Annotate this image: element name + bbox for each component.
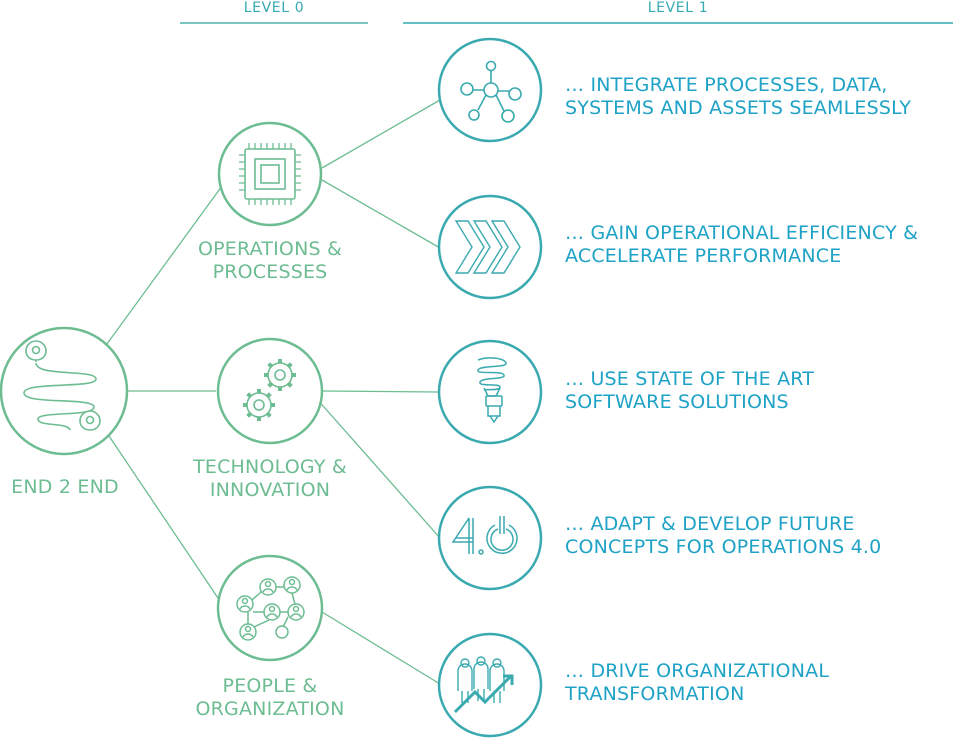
node-industry4 (437, 485, 543, 591)
edge-root-people (106, 432, 223, 605)
industry4-label-line1: … ADAPT & DEVELOP FUTURE (565, 513, 855, 535)
transformation-label-line1: … DRIVE ORGANIZATIONAL (565, 660, 830, 682)
efficiency-label-line1: … GAIN OPERATIONAL EFFICIENCY & (565, 222, 919, 244)
tech-label-line1: TECHNOLOGY & (193, 456, 347, 478)
people-label-line2: ORGANIZATION (195, 698, 345, 720)
edge-ops-l1a (321, 99, 441, 169)
edge-tech-l1c (322, 390, 439, 393)
edge-tech-l1d (315, 397, 441, 539)
route-map-icon (23, 340, 101, 431)
transformation-label-line2: TRANSFORMATION (565, 683, 745, 705)
ops-label-line2: PROCESSES (212, 261, 328, 283)
industry4-label: … ADAPT & DEVELOP FUTURE CONCEPTS FOR OP… (565, 513, 881, 559)
connectors (103, 99, 441, 685)
node-software (437, 339, 543, 445)
chevrons-icon (454, 220, 521, 274)
efficiency-label: … GAIN OPERATIONAL EFFICIENCY & ACCELERA… (565, 222, 918, 268)
node-efficiency (437, 194, 543, 300)
efficiency-label-line2: ACCELERATE PERFORMANCE (565, 245, 842, 267)
edge-people-l1e (321, 611, 441, 685)
edge-root-ops (103, 185, 223, 349)
root-node (0, 326, 129, 456)
software-label-line2: SOFTWARE SOLUTIONS (565, 391, 789, 413)
tech-label-line2: INNOVATION (209, 479, 331, 501)
level0-header: LEVEL 0 (243, 0, 305, 16)
industry-4-icon (451, 516, 518, 555)
integrate-label-line2: SYSTEMS AND ASSETS SEAMLESSLY (565, 97, 912, 119)
gears-icon (243, 359, 296, 421)
node-transformation (437, 632, 543, 738)
software-label: … USE STATE OF THE ART SOFTWARE SOLUTION… (565, 368, 814, 414)
chip-icon (239, 143, 301, 205)
node-technology (216, 337, 324, 445)
people-label: PEOPLE & ORGANIZATION (160, 675, 380, 721)
network-people-icon (236, 576, 305, 641)
software-label-line1: … USE STATE OF THE ART (565, 368, 815, 390)
integrate-label: … INTEGRATE PROCESSES, DATA, SYSTEMS AND… (565, 74, 911, 120)
edge-ops-l1b (321, 179, 441, 249)
transformation-label: … DRIVE ORGANIZATIONAL TRANSFORMATION (565, 660, 829, 706)
node-integrate (437, 37, 543, 143)
node-people (216, 554, 324, 662)
node-operations (217, 121, 323, 227)
people-label-line1: PEOPLE & (222, 675, 318, 697)
integrate-label-line1: … INTEGRATE PROCESSES, DATA, (565, 74, 888, 96)
level1-header: LEVEL 1 (647, 0, 709, 16)
bulb-icon (477, 357, 507, 424)
ops-label: OPERATIONS & PROCESSES (160, 238, 380, 284)
root-label: END 2 END (11, 476, 119, 498)
ops-label-line1: OPERATIONS & (197, 238, 343, 260)
growth-team-icon (453, 656, 514, 714)
industry4-label-line2: CONCEPTS FOR OPERATIONS 4.0 (565, 536, 882, 558)
hub-nodes-icon (460, 60, 522, 123)
tech-label: TECHNOLOGY & INNOVATION (160, 456, 380, 502)
